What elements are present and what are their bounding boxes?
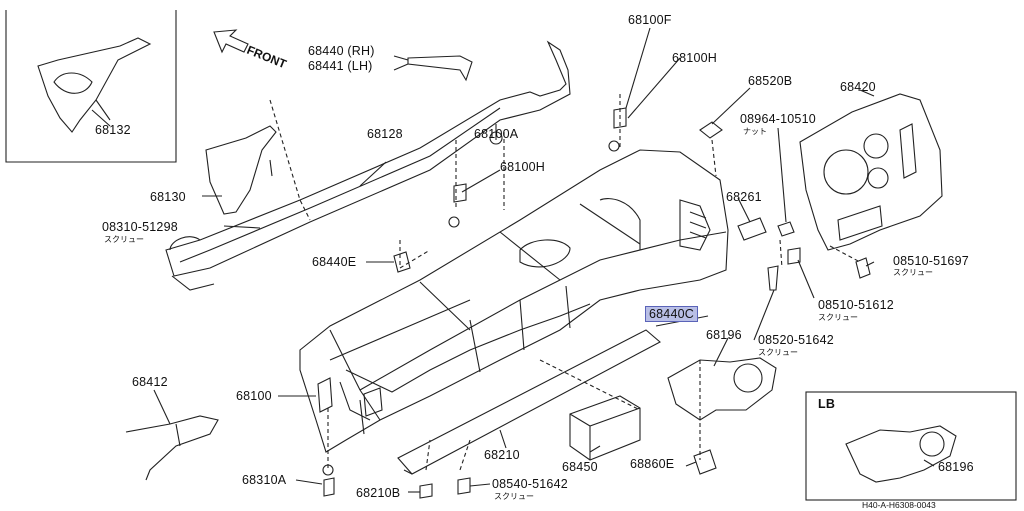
part-label-68450[interactable]: 68450 [562, 460, 598, 474]
part-label-68441-lh[interactable]: 68441 (LH) [308, 59, 373, 73]
instrument-panel-68100 [299, 149, 729, 453]
bracket-68132 [37, 37, 152, 133]
bracket-68130 [205, 125, 277, 215]
nut-08964 [777, 221, 795, 237]
screw-08510-51612 [787, 247, 801, 265]
part-label-08964-10510[interactable]: 08964-10510 [740, 112, 816, 126]
cluster-bezel-68420 [799, 93, 943, 251]
part-label-68440c-text: 68440C [645, 306, 698, 322]
part-label-68130[interactable]: 68130 [150, 190, 186, 204]
lower-cover-68210 [397, 329, 661, 475]
part-label-08310-51298[interactable]: 08310-51298 [102, 220, 178, 234]
part-label-68128[interactable]: 68128 [367, 127, 403, 141]
screw-jp-08310: スクリュー [104, 235, 144, 244]
part-label-68310a[interactable]: 68310A [242, 473, 287, 487]
part-label-08510-51612[interactable]: 08510-51612 [818, 298, 894, 312]
bracket-68196 [667, 357, 777, 421]
screw-jp-08540-51642: スクリュー [494, 492, 534, 501]
part-label-68440c[interactable]: 68440C [645, 306, 698, 322]
part-label-68100h-mid[interactable]: 68100H [500, 160, 545, 174]
screw-jp-08510-51697: スクリュー [893, 268, 933, 277]
part-label-68100a[interactable]: 68100A [474, 127, 519, 141]
part-label-68440-rh[interactable]: 68440 (RH) [308, 44, 375, 58]
part-label-68132[interactable]: 68132 [95, 123, 131, 137]
part-label-68196[interactable]: 68196 [706, 328, 742, 342]
screw-jp-08510-51612: スクリュー [818, 313, 858, 322]
part-label-68520b[interactable]: 68520B [748, 74, 793, 88]
screw-68100f [613, 107, 627, 129]
part-label-68210[interactable]: 68210 [484, 448, 520, 462]
part-label-68210b[interactable]: 68210B [356, 486, 401, 500]
duct-68440 [407, 55, 473, 82]
screw-08510-51697 [855, 257, 871, 279]
screw-08520-51642 [767, 265, 779, 291]
clamp-68860e [693, 449, 717, 475]
bracket-68261 [737, 217, 767, 241]
part-label-08540-51642[interactable]: 08540-51642 [492, 477, 568, 491]
nut-jp-label: ナット [743, 127, 767, 136]
clip-68520b [699, 121, 723, 139]
part-label-68100f[interactable]: 68100F [628, 13, 672, 27]
part-label-68412[interactable]: 68412 [132, 375, 168, 389]
screw-jp-08520-51642: スクリュー [758, 348, 798, 357]
part-label-68196-lb[interactable]: 68196 [938, 460, 974, 474]
part-label-68100[interactable]: 68100 [236, 389, 272, 403]
part-label-08520-51642[interactable]: 08520-51642 [758, 333, 834, 347]
bracket-68196-lb [845, 425, 957, 483]
front-arrow [213, 29, 249, 54]
part-label-68440e[interactable]: 68440E [312, 255, 357, 269]
screw-68100h [453, 183, 467, 203]
part-label-68100h-top[interactable]: 68100H [672, 51, 717, 65]
box-68450 [569, 395, 641, 461]
inset-frame-lb [805, 391, 1017, 501]
reinforcement-68128 [165, 40, 571, 277]
bracket-68412 [125, 415, 219, 481]
part-label-08510-51697[interactable]: 08510-51697 [893, 254, 969, 268]
inset-frame-top-left [5, 10, 177, 163]
clip-68440e [393, 251, 411, 273]
part-label-68420[interactable]: 68420 [840, 80, 876, 94]
part-label-68860e[interactable]: 68860E [630, 457, 675, 471]
inset-label-lb: LB [818, 397, 836, 411]
part-label-68261[interactable]: 68261 [726, 190, 762, 204]
diagram-code: H40-A-H6308-0043 [862, 500, 936, 510]
